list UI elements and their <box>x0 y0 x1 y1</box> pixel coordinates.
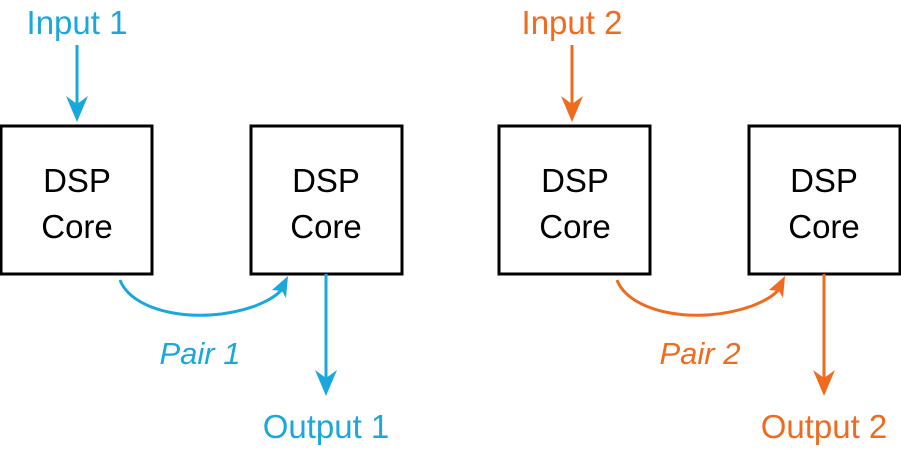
dsp-core-1b-line2: Core <box>290 208 362 245</box>
dsp-core-2a-box <box>497 124 652 276</box>
dsp-core-1a-line2: Core <box>41 208 113 245</box>
dsp-core-2a-line2: Core <box>539 208 611 245</box>
pair-1-group: Input 1 DSP Core DSP Core Pair 1 Output … <box>0 4 404 445</box>
input-1-arrow <box>66 45 88 122</box>
pair-1-link-arrow <box>118 276 288 317</box>
dsp-core-1b-box <box>249 124 404 276</box>
dsp-core-2b-line2: Core <box>788 208 860 245</box>
pair-1-label: Pair 1 <box>160 336 241 371</box>
input-2-arrow <box>561 45 583 122</box>
dsp-core-2b-box <box>747 124 901 276</box>
dsp-core-1a-line1: DSP <box>43 162 111 199</box>
pair-2-group: Input 2 DSP Core DSP Core Pair 2 Output … <box>497 4 901 445</box>
dsp-core-1a: DSP Core <box>0 124 154 276</box>
dsp-core-2a-line1: DSP <box>541 162 609 199</box>
dsp-core-1b-line1: DSP <box>292 162 360 199</box>
dsp-core-1b: DSP Core <box>249 124 404 276</box>
output-1-label: Output 1 <box>263 408 390 445</box>
output-2-arrow <box>813 274 835 396</box>
dsp-core-1a-box <box>0 124 154 276</box>
input-2-label: Input 2 <box>522 4 623 41</box>
dsp-core-2b-line1: DSP <box>790 162 858 199</box>
dsp-core-2a: DSP Core <box>497 124 652 276</box>
pair-2-label: Pair 2 <box>660 336 741 371</box>
output-2-label: Output 2 <box>761 408 888 445</box>
pair-2-link-arrow <box>615 276 785 317</box>
dsp-core-2b: DSP Core <box>747 124 901 276</box>
input-1-label: Input 1 <box>27 4 128 41</box>
output-1-arrow <box>315 274 337 396</box>
